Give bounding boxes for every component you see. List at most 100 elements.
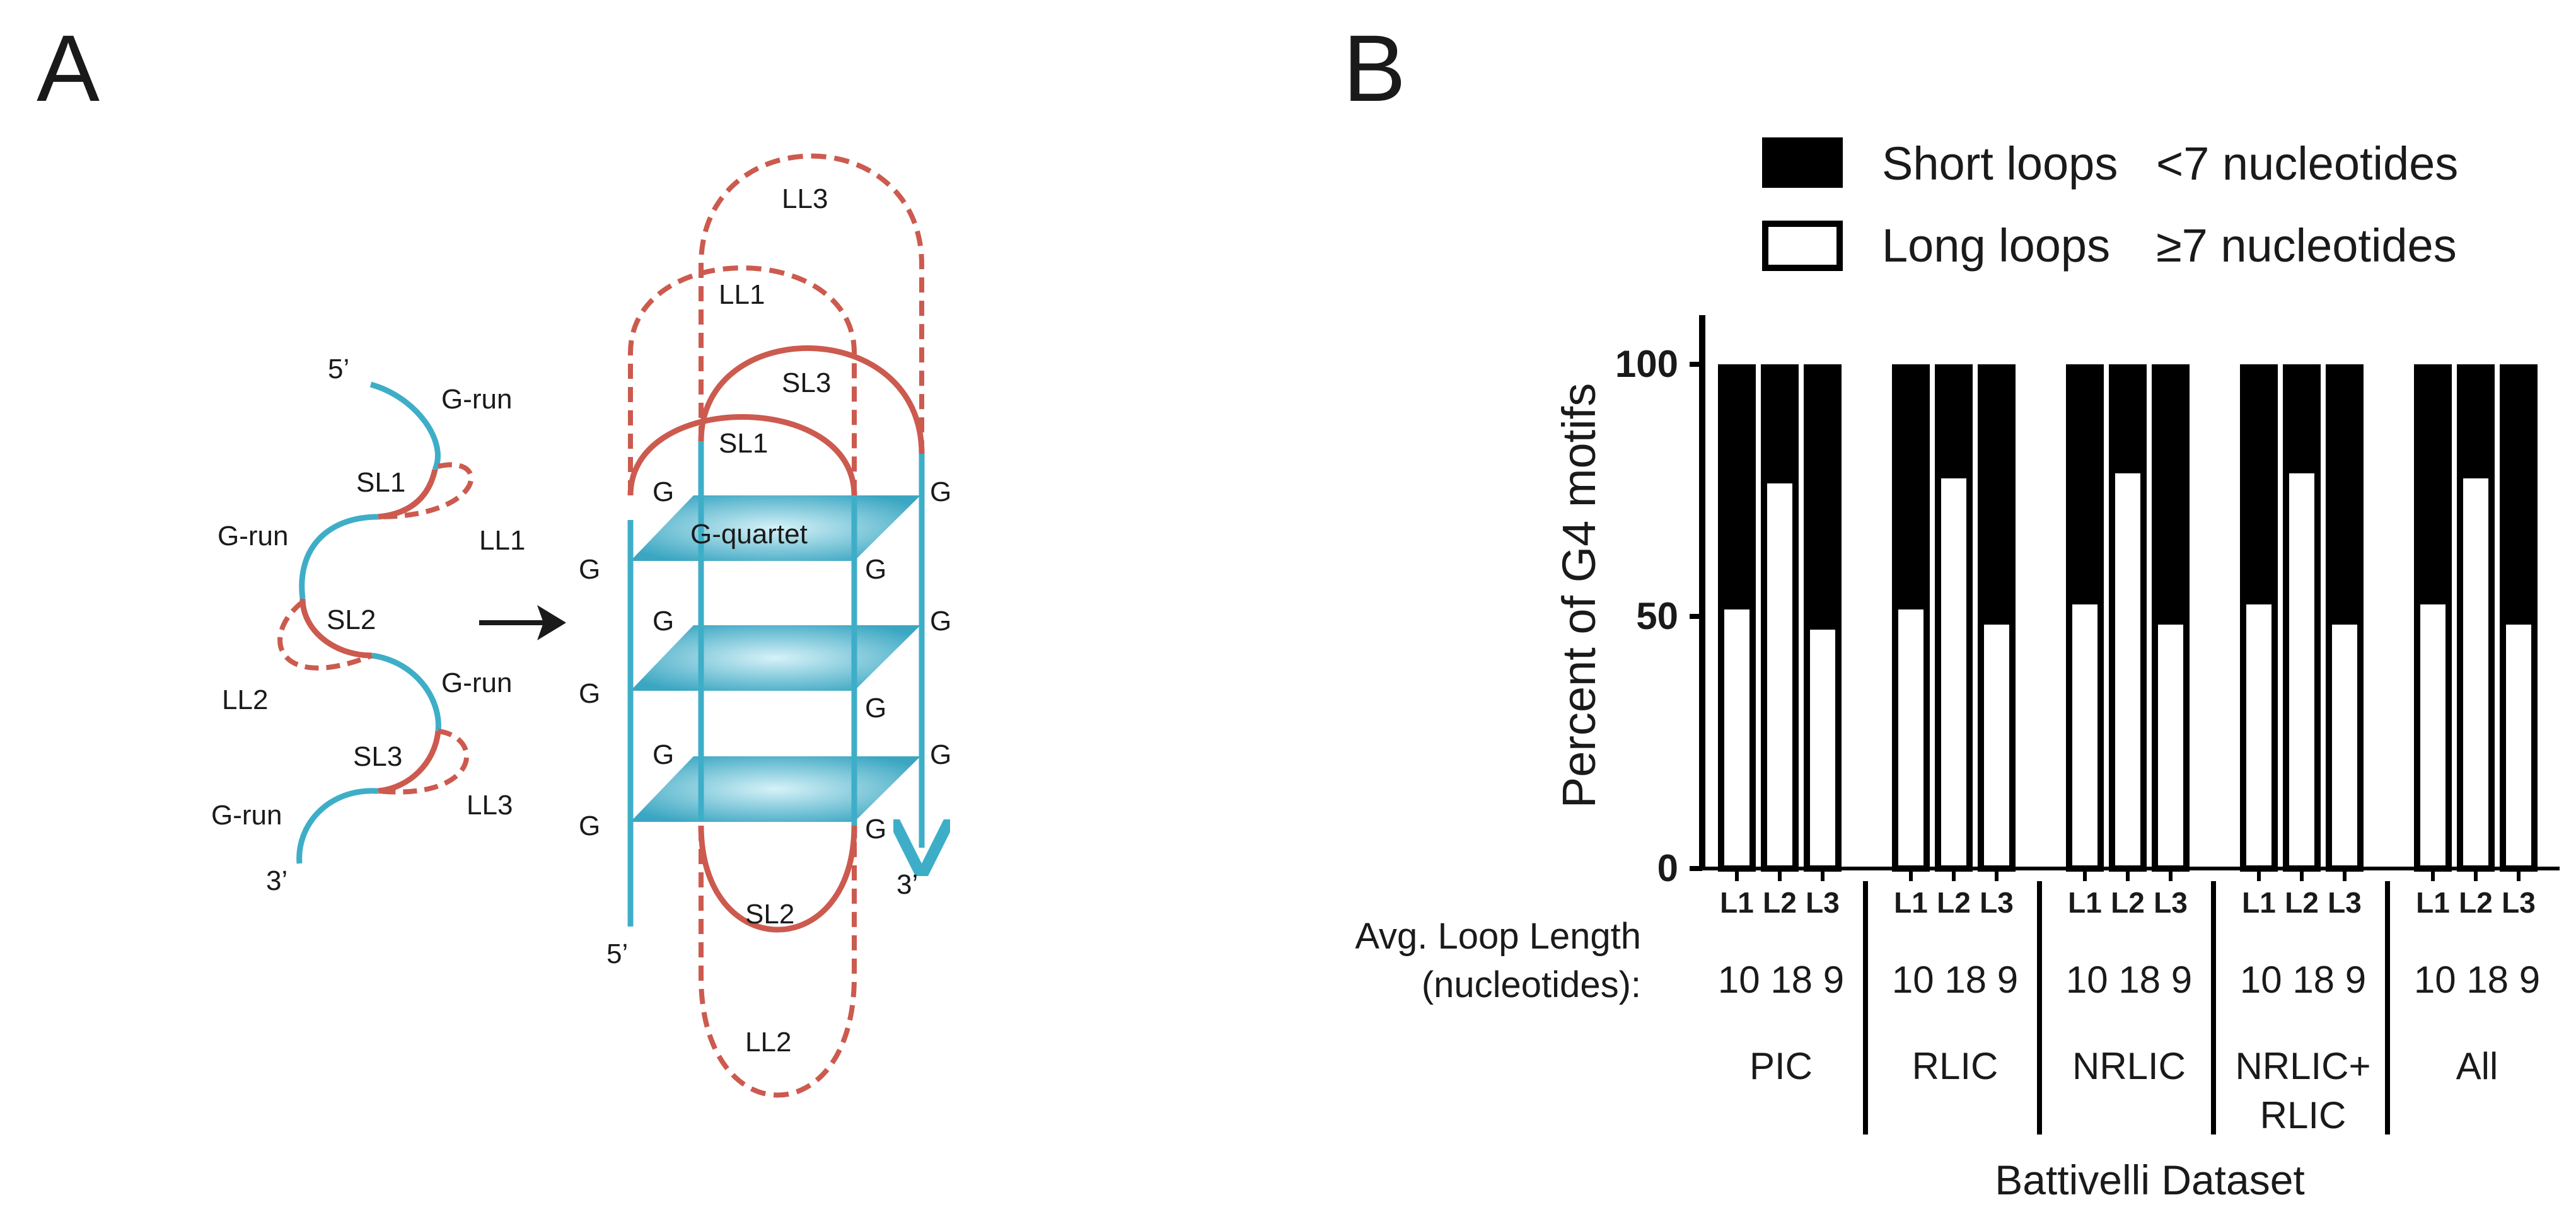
avg-loop-length-label-line2: (nucleotides): [1422, 964, 1641, 1005]
avg-loop-length-value: 10 18 9 [1718, 959, 1844, 1001]
g-quartet-label: G-quartet [690, 519, 808, 550]
ll3-label: LL3 [467, 790, 513, 821]
bar-segment-long [1978, 618, 2016, 872]
bar-segment-short [2066, 364, 2104, 601]
bar-segment-short [1761, 364, 1799, 480]
g-label: G [930, 476, 951, 507]
ll1-label: LL1 [479, 525, 525, 556]
g-label: G [865, 554, 886, 585]
x-category-label: L2 [2459, 886, 2493, 919]
x-category-label: L2 [1763, 886, 1797, 919]
sl3-label: SL3 [353, 741, 402, 772]
x-category-label: L2 [2285, 886, 2319, 919]
g-label: G [865, 814, 886, 845]
x-category-label: L1 [2416, 886, 2450, 919]
x-category-label: L1 [2068, 886, 2102, 919]
g-label: G [653, 476, 674, 507]
legend-qualifier-short: <7 nucleotides [2156, 137, 2458, 190]
three-prime-label: 3’ [266, 865, 287, 896]
bar-segment-long [1804, 623, 1842, 872]
sl3-loop [698, 345, 925, 454]
long-loop-3 [378, 729, 470, 795]
bar-segment-long [1935, 472, 1973, 872]
bar-segment-long [2240, 598, 2278, 872]
x-category-label: L3 [2328, 886, 2362, 919]
g-run-label-1: G-run [441, 384, 512, 415]
ll3-loop [699, 153, 924, 454]
g-label: G [930, 739, 951, 770]
group-label: RLIC [1912, 1045, 1999, 1087]
y-tick-label: 100 [1615, 343, 1678, 385]
g-run-label-2: G-run [218, 521, 288, 551]
bar-segment-short [2152, 364, 2190, 621]
bar-segment-long [2414, 598, 2452, 872]
avg-loop-length-label-line1: Avg. Loop Length [1355, 916, 1641, 957]
g-label: G [653, 739, 674, 770]
x-category-label: L1 [1894, 886, 1928, 919]
g-quadruplex-diagram: LL3 LL1 SL3 SL1 G-quartet SL2 LL2 5’ 3’ … [579, 153, 951, 1098]
g-run-arc-2 [299, 514, 379, 599]
g-run-arc-3 [371, 652, 441, 732]
group-label: RLIC [2260, 1094, 2347, 1136]
panel-a-letter: A [37, 15, 100, 121]
x-category-label: L3 [2154, 886, 2188, 919]
g-label: G [653, 606, 674, 637]
five-prime-label: 5’ [328, 354, 349, 384]
bar-segment-short [1978, 364, 2016, 621]
bar-segment-long [1718, 603, 1756, 872]
legend-qualifier-long: ≥7 nucleotides [2156, 219, 2457, 272]
quadruplex-three-prime-label: 3’ [896, 869, 918, 900]
bar-segment-short [2457, 364, 2495, 475]
bar-segment-short [2500, 364, 2538, 621]
g-label: G [865, 693, 886, 724]
bar-segment-short [1935, 364, 1973, 475]
bar-segment-short [2326, 364, 2364, 621]
sl1-label: SL1 [356, 467, 405, 498]
quadruplex-five-prime-label: 5’ [606, 938, 628, 969]
bar-segment-long [2326, 618, 2364, 872]
sl2-label: SL2 [327, 604, 376, 635]
panel-b-letter: B [1343, 15, 1406, 121]
x-category-label: L3 [1980, 886, 2014, 919]
group-label: PIC [1749, 1045, 1813, 1087]
g-run-arc-1 [369, 381, 441, 471]
group-label: All [2456, 1045, 2498, 1087]
legend-swatch-long [1762, 221, 1843, 271]
x-category-label: L1 [2242, 886, 2276, 919]
chart-legend: Short loops <7 nucleotides Long loops ≥7… [1762, 137, 2458, 272]
sl2-loop [698, 825, 857, 933]
g-run-label-4: G-run [211, 800, 282, 831]
x-category-label: L2 [2111, 886, 2145, 919]
chart-axes: Percent of G4 motifs Avg. Loop Length (n… [1355, 315, 2560, 1203]
left-strand-diagram: 5’ G-run SL1 LL1 G-run SL2 LL2 G-run SL3… [211, 354, 525, 896]
avg-loop-length-value: 10 18 9 [1892, 959, 2018, 1001]
bar-segment-short [2283, 364, 2321, 470]
y-tick-label: 50 [1636, 595, 1678, 637]
long-loop-1 [378, 462, 474, 519]
quadruplex-ll2-label: LL2 [745, 1027, 791, 1058]
legend-swatch-short [1762, 137, 1843, 188]
x-category-label: L3 [2502, 886, 2536, 919]
long-loop-2 [277, 599, 373, 671]
avg-loop-length-value: 10 18 9 [2066, 959, 2192, 1001]
x-axis-label: Battivelli Dataset [1995, 1157, 2305, 1203]
avg-loop-length-value: 10 18 9 [2414, 959, 2540, 1001]
bar-segment-long [2109, 467, 2147, 872]
bar-segment-long [2457, 472, 2495, 872]
bar-segment-short [1718, 364, 1756, 606]
bar-segment-long [2066, 598, 2104, 872]
bar-segment-long [1761, 477, 1799, 872]
quadruplex-sl3-label: SL3 [782, 367, 831, 398]
bar-segment-short [1804, 364, 1842, 626]
quadruplex-sl2-label: SL2 [745, 899, 794, 930]
y-axis-label: Percent of G4 motifs [1553, 383, 1605, 809]
stacked-bars [1718, 364, 2538, 872]
x-category-label: L2 [1937, 886, 1971, 919]
g-label: G [579, 811, 600, 841]
bar-segment-long [2283, 467, 2321, 872]
bar-segment-long [2500, 618, 2538, 872]
x-category-labels: L1 L2 L3 10 18 9 PIC L1 L2 L3 10 18 9 RLIC L1 L2 L3 1… [1718, 869, 2540, 1136]
g-run-label-3: G-run [441, 667, 512, 698]
g-run-arc-4 [296, 788, 379, 864]
